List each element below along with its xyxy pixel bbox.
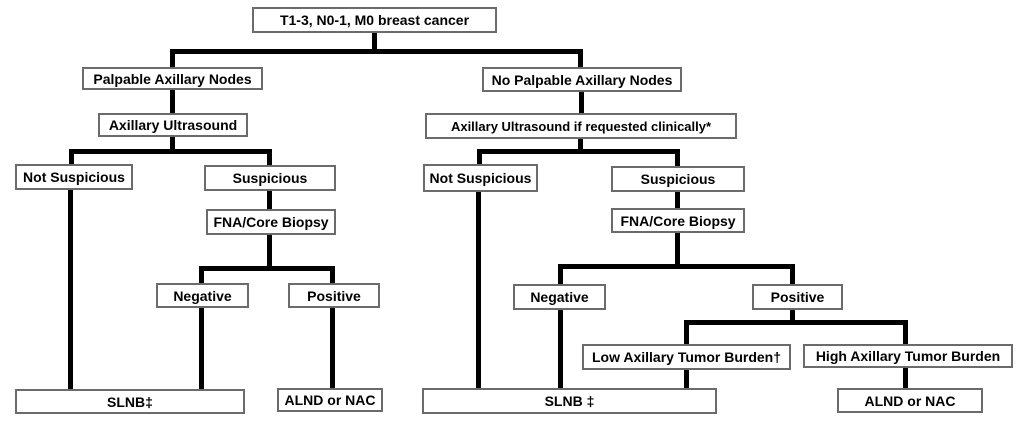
node-not-suspicious-right: Not Suspicious <box>423 164 538 192</box>
connector-root-rail <box>170 49 583 54</box>
connector-rail-to-not-suspicious-left <box>69 149 74 164</box>
node-suspicious-left: Suspicious <box>204 165 336 191</box>
connector-no-palpable-to-ultrasound <box>579 92 584 113</box>
connector-palpable-to-ultrasound <box>170 90 175 113</box>
node-suspicious-right: Suspicious <box>611 166 745 192</box>
node-palpable-axillary-nodes: Palpable Axillary Nodes <box>82 67 263 90</box>
connector-ultrasound-left-rail <box>69 149 272 154</box>
node-negative-right: Negative <box>513 284 606 310</box>
node-root: T1-3, N0-1, M0 breast cancer <box>252 7 497 33</box>
connector-fna-right-stem <box>675 233 680 267</box>
node-axillary-ultrasound-if-requested: Axillary Ultrasound if requested clinica… <box>425 113 737 139</box>
connector-fna-right-rail <box>558 264 795 269</box>
node-negative-left: Negative <box>156 283 249 308</box>
node-low-axillary-tumor-burden: Low Axillary Tumor Burden† <box>582 344 791 370</box>
node-axillary-ultrasound: Axillary Ultrasound <box>98 113 248 137</box>
node-slnb-right: SLNB ‡ <box>422 388 717 414</box>
node-fna-core-biopsy-right: FNA/Core Biopsy <box>611 208 745 233</box>
connector-negative-left-to-slnb <box>199 308 204 389</box>
node-high-axillary-tumor-burden: High Axillary Tumor Burden <box>803 344 1013 368</box>
connector-rail-to-suspicious-left <box>267 149 272 165</box>
connector-suspicious-right-to-fna <box>675 192 680 208</box>
connector-ultrasound-left-stem <box>170 137 175 152</box>
node-alnd-or-nac-left: ALND or NAC <box>277 388 383 412</box>
node-positive-right: Positive <box>752 284 843 310</box>
connector-not-suspicious-left-to-slnb <box>68 190 73 389</box>
connector-rail-to-positive-left <box>330 266 335 283</box>
connector-rail-to-low-burden <box>684 320 689 344</box>
connector-suspicious-left-to-fna <box>267 191 272 209</box>
connector-positive-right-rail <box>684 320 908 325</box>
connector-rail-to-not-suspicious-right <box>477 149 482 164</box>
connector-rail-to-no-palpable <box>578 49 583 68</box>
connector-fna-left-stem <box>267 234 272 270</box>
node-positive-left: Positive <box>288 283 380 308</box>
connector-rail-to-positive-right <box>790 264 795 284</box>
node-alnd-or-nac-right: ALND or NAC <box>837 388 983 413</box>
connector-ultrasound-right-stem <box>578 139 583 152</box>
node-fna-core-biopsy-left: FNA/Core Biopsy <box>206 209 336 235</box>
connector-rail-to-palpable <box>170 49 175 68</box>
connector-fna-left-rail <box>199 266 335 271</box>
connector-positive-left-to-alnd <box>330 308 335 388</box>
connector-rail-to-high-burden <box>903 320 908 344</box>
node-no-palpable-axillary-nodes: No Palpable Axillary Nodes <box>482 67 682 92</box>
connector-rail-to-suspicious-right <box>675 149 680 166</box>
connector-rail-to-negative-right <box>558 264 563 284</box>
node-slnb-left: SLNB‡ <box>15 389 245 414</box>
connector-root-stem <box>372 33 377 54</box>
connector-rail-to-negative-left <box>199 266 204 283</box>
connector-high-burden-to-alnd <box>903 368 908 388</box>
connector-negative-right-to-slnb <box>558 310 563 388</box>
connector-positive-right-stem <box>790 310 795 322</box>
connector-low-burden-to-slnb <box>684 370 689 388</box>
connector-ultrasound-right-rail <box>477 149 680 154</box>
node-not-suspicious-left: Not Suspicious <box>15 164 133 190</box>
connector-not-suspicious-right-to-slnb <box>476 192 481 388</box>
